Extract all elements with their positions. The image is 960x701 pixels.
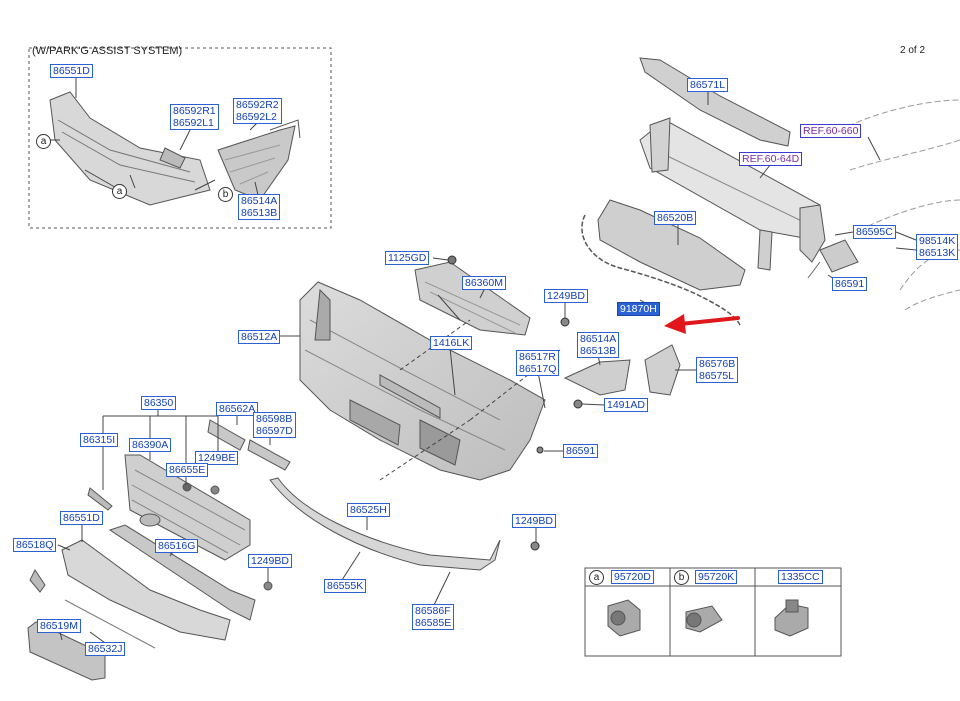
legend-icons [607, 599, 809, 637]
harness-drawing [581, 214, 741, 326]
part-label-86518q[interactable]: 86518Q [13, 538, 57, 552]
part-label-86562a[interactable]: 86562A [216, 402, 259, 416]
callout-a-bottom: a [112, 184, 127, 199]
clip-1249bd [560, 317, 570, 327]
part-label-86520b[interactable]: 86520B [654, 211, 697, 225]
part-label-86315i[interactable]: 86315I [80, 433, 119, 447]
inset-title: (W/PARK'G ASSIST SYSTEM) [32, 45, 183, 57]
part-label-86551d-lower[interactable]: 86551D [60, 511, 103, 525]
part-label-86655e[interactable]: 86655E [166, 463, 209, 477]
part-label-86591-right[interactable]: 86591 [832, 277, 868, 291]
inset-box [28, 47, 332, 229]
part-label-1125gd[interactable]: 1125GD [385, 251, 430, 265]
part-label-86516g[interactable]: 86516G [155, 539, 199, 553]
legend-letter-b: b [674, 570, 689, 585]
part-label-1249bd-top[interactable]: 1249BD [544, 289, 588, 303]
legend-letter-a: a [589, 570, 604, 585]
part-label-1491ad[interactable]: 1491AD [604, 398, 648, 412]
part-label-86519m[interactable]: 86519M [37, 619, 81, 633]
inset-grille-drawing [49, 91, 301, 206]
part-label-86591-mid[interactable]: 86591 [563, 444, 599, 458]
legend-part-95720d[interactable]: 95720D [611, 570, 654, 584]
part-label-86592r2: 86592R2 [236, 99, 279, 111]
lower-lip-drawing [269, 477, 501, 571]
part-label-86555k[interactable]: 86555K [324, 579, 367, 593]
mesh-drawing [414, 261, 531, 336]
part-label-86576b: 86576B [699, 358, 736, 370]
clip-1249bd-lower [530, 541, 540, 551]
part-label-86513k: 86513K [919, 247, 956, 259]
part-label-86390a[interactable]: 86390A [129, 438, 172, 452]
fender-sketch [839, 99, 960, 311]
part-label-1249bd-right[interactable]: 1249BD [512, 514, 556, 528]
left-grille-drawing [27, 419, 291, 681]
part-label-86592l2: 86592L2 [236, 111, 277, 123]
part-label-86532j[interactable]: 86532J [85, 642, 126, 656]
legend-part-1335cc[interactable]: 1335CC [778, 570, 823, 584]
part-label-86592l1: 86592L1 [173, 117, 214, 129]
bumper-beam-drawing [639, 117, 826, 271]
part-label-86514a: 86514A [241, 195, 278, 207]
part-label-86350[interactable]: 86350 [141, 396, 177, 410]
part-label-86595c[interactable]: 86595C [853, 225, 896, 239]
page-indicator: 2 of 2 [900, 45, 926, 56]
part-label-86525h[interactable]: 86525H [347, 503, 390, 517]
part-label-1416lk[interactable]: 1416LK [430, 336, 473, 350]
part-label-86551d[interactable]: 86551D [50, 64, 93, 78]
bolt-1125gd [447, 255, 457, 265]
part-label-91870h-selected[interactable]: 91870H [617, 302, 660, 316]
bumper-fascia-drawing [299, 281, 546, 481]
part-label-86575l: 86575L [699, 370, 735, 382]
part-label-86512a[interactable]: 86512A [238, 330, 281, 344]
red-arrow [664, 314, 740, 334]
ref-label-60-64d[interactable]: REF.60-64D [739, 152, 803, 166]
part-label-86586f: 86586F [415, 605, 451, 617]
ref-label-60-660[interactable]: REF.60-660 [800, 124, 862, 138]
part-label-86517r: 86517R [519, 351, 556, 363]
part-label-86513b: 86513B [241, 207, 278, 219]
part-label-86514a-main: 86514A [580, 333, 617, 345]
strip-drawing [639, 57, 791, 147]
part-label-86360m[interactable]: 86360M [462, 276, 506, 290]
part-label-86571l[interactable]: 86571L [687, 78, 729, 92]
callout-b: b [218, 187, 233, 202]
callout-a-top: a [36, 134, 51, 149]
part-label-86585e: 86585E [415, 617, 452, 629]
legend-table [584, 567, 842, 657]
part-label-86597d: 86597D [256, 425, 293, 437]
bezel-mid-drawing [563, 359, 631, 396]
part-label-98514k: 98514K [919, 235, 956, 247]
part-label-1249bd-left[interactable]: 1249BD [248, 554, 292, 568]
absorber-drawing [597, 199, 746, 291]
part-label-86592r1: 86592R1 [173, 105, 216, 117]
part-label-86517q: 86517Q [519, 363, 557, 375]
part-label-86513b-main: 86513B [580, 345, 617, 357]
legend-part-95720k[interactable]: 95720K [695, 570, 738, 584]
part-label-1249be[interactable]: 1249BE [195, 451, 239, 465]
part-label-86598b: 86598B [256, 413, 293, 425]
clip-1491ad [573, 399, 583, 409]
clip-86591 [536, 446, 544, 454]
